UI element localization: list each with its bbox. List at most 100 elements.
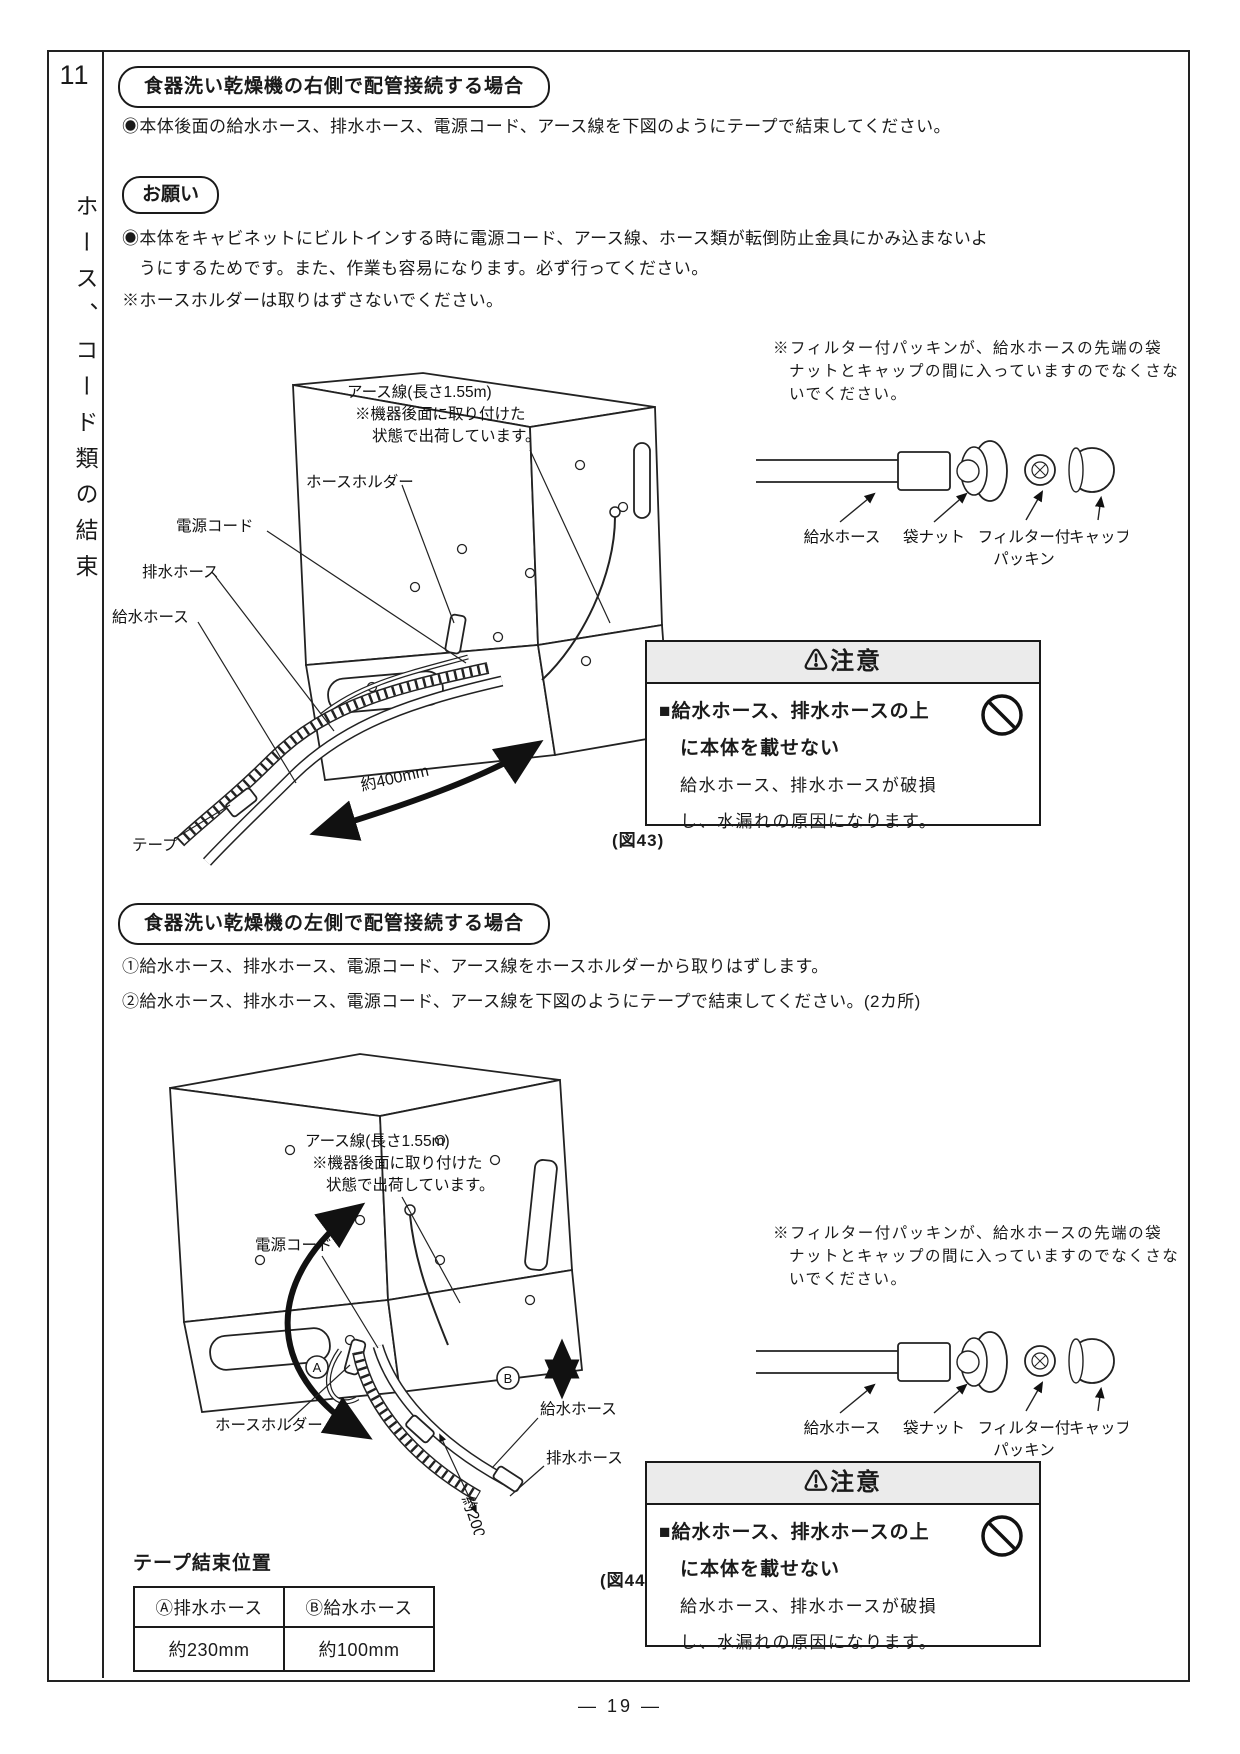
caution1-body: ■給水ホース、排水ホースの上 に本体を載せない 給水ホース、排水ホースが破損 し… [647,684,1039,832]
chapter-number: 11 [59,60,90,90]
fig43-tape-band [225,787,258,818]
fig44-marker-a-letter: A [313,1360,322,1375]
parts1-bag-nut-label: 袋ナット [903,528,965,546]
figure43-diagram: アース線(長さ1.55m) ※機器後面に取り付けた 状態で出荷しています。 ホー… [112,372,665,866]
fig43-drain-hose [175,662,490,847]
fig44-tape-band-a [405,1414,435,1444]
caution-box-1: ⚠注意 ■給水ホース、排水ホースの上 に本体を載せない 給水ホース、排水ホースが… [645,640,1041,831]
fig44-earth-label-line1: アース線(長さ1.55m) [305,1132,450,1150]
supply-hose-parts-diagram-1: 給水ホース 袋ナット フィルター付 パッキン キャップ [756,440,1128,568]
fig43-earth-wire [541,506,621,681]
caution2-heading-line2: に本体を載せない [680,1559,841,1580]
filter-note-line1: ※フィルター付パッキンが、給水ホースの先端の袋 [773,340,1163,357]
fig43-hose-holder-label: ホースホルダー [306,473,414,491]
fig44-dimension-label: 約200mm [458,1494,497,1535]
prohibition-icon [981,694,1023,736]
prohibition-icon-2 [981,1515,1023,1557]
figure44-diagram: A B アース線(長さ1.55m) ※機器後面に取り付けた 状態で出荷しています… [169,1053,623,1535]
fig44-supply-hose-label: 給水ホース [540,1400,617,1418]
filter-note2-line3: いでください。 [789,1271,908,1288]
page-frame [47,50,1190,1682]
filter-note-line2: ナットとキャップの間に入っていますのでなくさな [789,363,1180,380]
table-value-drain: 約230mm [133,1626,285,1672]
table-header-row: Ⓐ排水ホース Ⓑ給水ホース [133,1586,435,1628]
fig43-dimension-arrow [309,740,544,841]
caution2-heading-line1: ■給水ホース、排水ホースの上 [659,1522,930,1543]
fig43-screws [366,459,629,693]
table-value-supply: 約100mm [283,1626,435,1672]
caution1-title: 注意 [830,648,882,675]
fig44-screws [254,1134,536,1346]
supply-hose-parts-diagram-2: 給水ホース 袋ナット フィルター付 パッキン キャップ [756,1331,1128,1459]
parts2-supply-hose-label: 給水ホース [804,1419,881,1437]
caution1-header: ⚠注意 [647,642,1039,684]
fig44-earth-label-line2: ※機器後面に取り付けた [312,1154,483,1172]
fig43-leader-lines [173,449,611,840]
parts2-filter-packing-label-line2: パッキン [993,1442,1055,1459]
left-section-step2: ②給水ホース、排水ホース、電源コード、アース線を下図のようにテープで結束してくだ… [122,992,921,1011]
page-number: — 19 — [577,1696,663,1716]
section-header-right-side: 食器洗い乾燥機の右側で配管接続する場合 [118,66,551,108]
figure43-caption: (図43) [612,831,665,850]
filter-note2-line1: ※フィルター付パッキンが、給水ホースの先端の袋 [773,1225,1163,1242]
fig44-machine-body [169,1053,583,1413]
fig43-hose-holder-clamp [444,613,467,655]
fig44-hose-holder-label: ホースホルダー [215,1416,323,1434]
fig43-supply-hose-label: 給水ホース [112,608,189,626]
fig44-marker-b: B [496,1366,520,1390]
table-header-supply: Ⓑ給水ホース [283,1586,435,1628]
fig43-power-cord [320,654,469,717]
parts2-arrows [839,1381,1105,1414]
caution1-body-line2: し、水漏れの原因になります。 [680,812,938,831]
caution2-body-line1: 給水ホース、排水ホースが破損 [680,1597,938,1616]
caution2-header: ⚠注意 [647,1463,1039,1505]
fig44-marker-b-letter: B [504,1371,513,1386]
filter-packing-note-2: ※フィルター付パッキンが、給水ホースの先端の袋 ナットとキャップの間に入っていま… [773,1222,1180,1291]
fig44-power-cord-label: 電源コード [255,1236,333,1254]
filter-note2-line2: ナットとキャップの間に入っていますのでなくさな [789,1248,1180,1265]
parts1-drawing [756,440,1115,502]
fig43-drain-hose-label: 排水ホース [142,563,219,581]
parts1-arrows [839,490,1105,523]
caution2-body: ■給水ホース、排水ホースの上 に本体を載せない 給水ホース、排水ホースが破損 し… [647,1505,1039,1653]
fig44-dimension-line [439,1433,477,1514]
parts2-filter-packing-label-line1: フィルター付 [978,1419,1071,1437]
warning-triangle-icon: ⚠ [804,648,830,675]
warning-triangle-icon-2: ⚠ [804,1469,830,1496]
caution2-body-line2: し、水漏れの原因になります。 [680,1633,938,1652]
fig44-drain-hose-label: 排水ホース [546,1449,623,1467]
parts1-cap-label: キャップ [1069,528,1128,546]
parts1-filter-packing-label-line1: フィルター付 [978,528,1071,546]
table-value-row: 約230mm 約100mm [133,1626,435,1672]
fig44-leader-lines [287,1196,545,1497]
onegai-badge: お願い [122,176,220,214]
filter-note-line3: いでください。 [789,386,908,403]
parts2-cap-label: キャップ [1069,1419,1128,1437]
tape-position-table: Ⓐ排水ホース Ⓑ給水ホース 約230mm 約100mm [133,1586,435,1672]
filter-packing-note-1: ※フィルター付パッキンが、給水ホースの先端の袋 ナットとキャップの間に入っていま… [773,337,1180,406]
fig43-earth-label-line1: アース線(長さ1.55m) [347,383,492,401]
fig44-earth-label-line3: 状態で出荷しています。 [326,1176,495,1194]
caution1-heading-line1: ■給水ホース、排水ホースの上 [659,701,930,722]
fig43-earth-label-line3: 状態で出荷しています。 [372,427,541,445]
fig43-power-cord-label: 電源コード [176,517,254,535]
chapter-title-vertical: ホース、コード類の結束 [72,194,98,590]
parts2-drawing [756,1331,1115,1393]
fig43-tape-label: テープ [132,836,178,854]
figure44-caption: (図44) [600,1571,653,1590]
chapter-sidebar: 11 ホース、コード類の結束 [47,50,104,1678]
right-section-intro: ◉本体後面の給水ホース、排水ホース、電源コード、アース線を下図のようにテープで結… [122,117,951,136]
caution1-heading-line2: に本体を載せない [680,738,841,759]
fig44-marker-a: A [305,1355,329,1379]
parts2-bag-nut-label: 袋ナット [903,1419,965,1437]
section-header-left-side: 食器洗い乾燥機の左側で配管接続する場合 [118,903,551,945]
caution-box-2: ⚠注意 ■給水ホース、排水ホースの上 に本体を載せない 給水ホース、排水ホースが… [645,1461,1041,1652]
fig44-route-arrow [284,1202,373,1440]
tape-position-title: テープ結束位置 [133,1553,272,1574]
hose-holder-note: ※ホースホルダーは取りはずさないでください。 [122,291,504,310]
onegai-text-line1: ◉本体をキャビネットにビルトインする時に電源コード、アース線、ホース類が転倒防止… [122,229,989,248]
caution2-title: 注意 [830,1469,882,1496]
fig43-supply-hose [202,675,504,866]
parts1-filter-packing-label-line2: パッキン [993,551,1055,568]
